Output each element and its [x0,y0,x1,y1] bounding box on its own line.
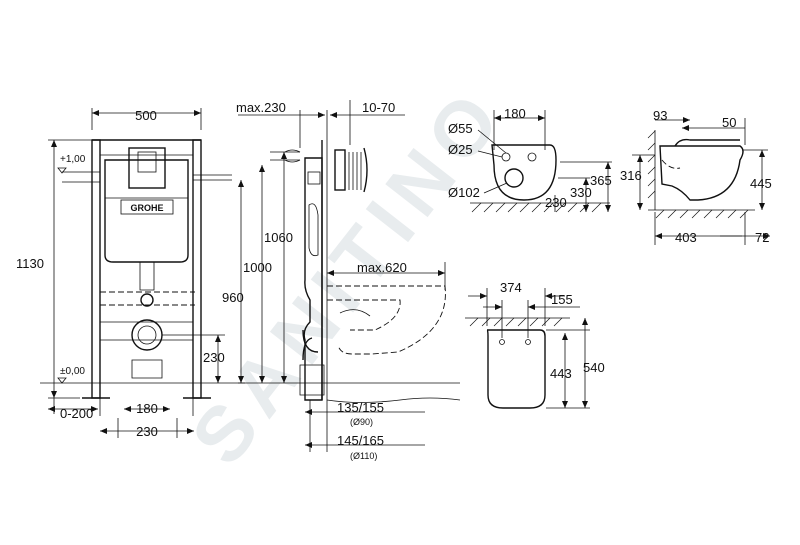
svg-text:GROHE: GROHE [130,203,163,213]
dim-height-445: 445 [750,176,772,191]
dim-bolt-spacing: 180 [504,106,526,121]
dim-height-365: 365 [590,173,612,188]
frame-post-left [91,139,101,399]
outlet-hole [504,168,524,188]
bowl-side-view: 93 50 316 445 403 72 [620,108,772,245]
dim-drain-1: 135/155 [337,400,384,415]
dim-frame-height: 1130 [16,256,44,271]
dim-frame-width: 500 [135,108,157,123]
dim-foot-spacing: 180 [136,401,158,416]
bowl-side-outline [659,145,744,201]
dim-width-155: 155 [551,292,573,307]
dim-adjust-range: 10-70 [362,100,395,115]
dim-height-960: 960 [222,290,244,305]
dim-length-443: 443 [550,366,572,381]
level-top: +1,00 [60,154,86,165]
frame-side-body [303,157,323,401]
dia-25: Ø25 [448,142,473,157]
cistern [104,159,189,263]
dia-55: Ø55 [448,121,473,136]
frame-side-view: max.230 10-70 max.620 135/155 (Ø90) 145/… [236,100,461,461]
dim-depth-max: max.230 [236,100,286,115]
drain-elbow [302,329,319,361]
dim-top-50: 50 [722,115,736,130]
flush-plate [128,147,166,189]
frame-front-view: GROHE 500 1130 +1,00 ±0,00 0-200 [16,108,300,439]
bowl-top-view: 374 155 443 540 [465,280,605,409]
dim-height-316: 316 [620,168,642,183]
grohe-logo [120,199,174,215]
flush-pipe-ring [334,149,346,191]
dia-102: Ø102 [448,185,480,200]
dim-depth-403: 403 [675,230,697,245]
dim-projection-max: max.620 [357,260,407,275]
bowl-rear-view: 180 Ø55 Ø25 Ø102 365 330 230 [448,106,612,213]
dim-height-330: 330 [570,185,592,200]
level-floor: ±0,00 [60,366,85,377]
dim-height-1000: 1000 [243,260,272,275]
dim-depth-72: 72 [755,230,769,245]
bowl-profile-dashed [327,285,446,355]
dim-width-374: 374 [500,280,522,295]
dim-height-230: 230 [545,195,567,210]
dim-length-540: 540 [583,360,605,375]
dim-top-93: 93 [653,108,667,123]
dim-drain-2-sub: (Ø110) [350,451,377,461]
bowl-top-outline [486,329,546,409]
dim-drain-2: 145/165 [337,433,384,448]
dim-height-1060: 1060 [264,230,293,245]
frame-post-right [192,139,202,399]
drain-outlet [131,319,163,351]
dim-foot-width: 230 [136,424,158,439]
bowl-outline-dashed [100,291,195,306]
dim-drain-1-sub: (Ø90) [350,417,373,427]
bowl-rear-outline [491,144,557,201]
dim-offset: 0-200 [60,406,93,421]
dim-drain-height: 230 [203,350,225,365]
